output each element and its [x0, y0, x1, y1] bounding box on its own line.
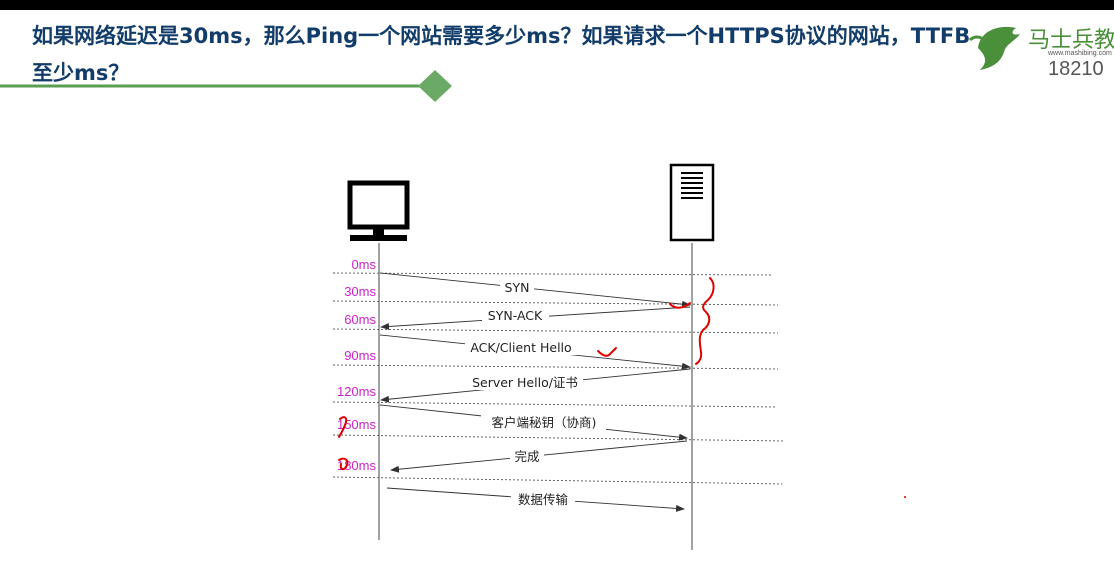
guide-line [332, 434, 786, 442]
logo-phone: 18210 [1048, 58, 1104, 80]
guide-line [332, 401, 776, 408]
time-label: 30ms [344, 284, 376, 299]
ink-mark [338, 416, 348, 438]
message-label: Server Hello/证书 [472, 375, 578, 390]
guide-line [332, 328, 779, 334]
message-label: 客户端秘钥（协商) [492, 415, 597, 430]
time-label: 90ms [344, 348, 376, 363]
message-label: 数据传输 [518, 492, 569, 507]
brand-logo: 马士兵教 www.mashibing.com 18210 [960, 18, 1114, 80]
title-underline [0, 70, 452, 102]
server-icon [669, 163, 715, 242]
guide-line [332, 364, 779, 370]
message-label: SYN [505, 280, 530, 295]
computer-monitor-icon [347, 180, 410, 241]
logo-name: 马士兵教 [1028, 28, 1114, 53]
message-label: SYN-ACK [488, 308, 543, 323]
message-label: ACK/Client Hello [470, 340, 571, 355]
ink-annotations [338, 277, 715, 471]
slide-title: 如果网络延迟是30ms，那么Ping一个网站需要多少ms？如果请求一个HTTPS… [32, 24, 971, 85]
guide-line [332, 272, 773, 276]
guide-line [332, 300, 779, 306]
ink-brace [695, 277, 715, 365]
time-label: 120ms [337, 384, 377, 399]
diamond-icon [418, 70, 452, 102]
time-label: 60ms [344, 312, 376, 327]
ink-check [597, 347, 617, 357]
ink-mark [338, 457, 349, 471]
ink-check [669, 302, 691, 309]
horse-logo-icon [968, 26, 1020, 71]
time-guides [332, 272, 786, 485]
top-bar [0, 0, 1114, 10]
guide-line [332, 476, 783, 485]
time-label: 180ms [337, 458, 377, 473]
time-label: 0ms [351, 257, 376, 272]
message-arrow-syn [379, 272, 691, 308]
stray-dot [904, 496, 906, 498]
message-label: 完成 [514, 449, 539, 464]
logo-url: www.mashibing.com [1048, 50, 1112, 57]
